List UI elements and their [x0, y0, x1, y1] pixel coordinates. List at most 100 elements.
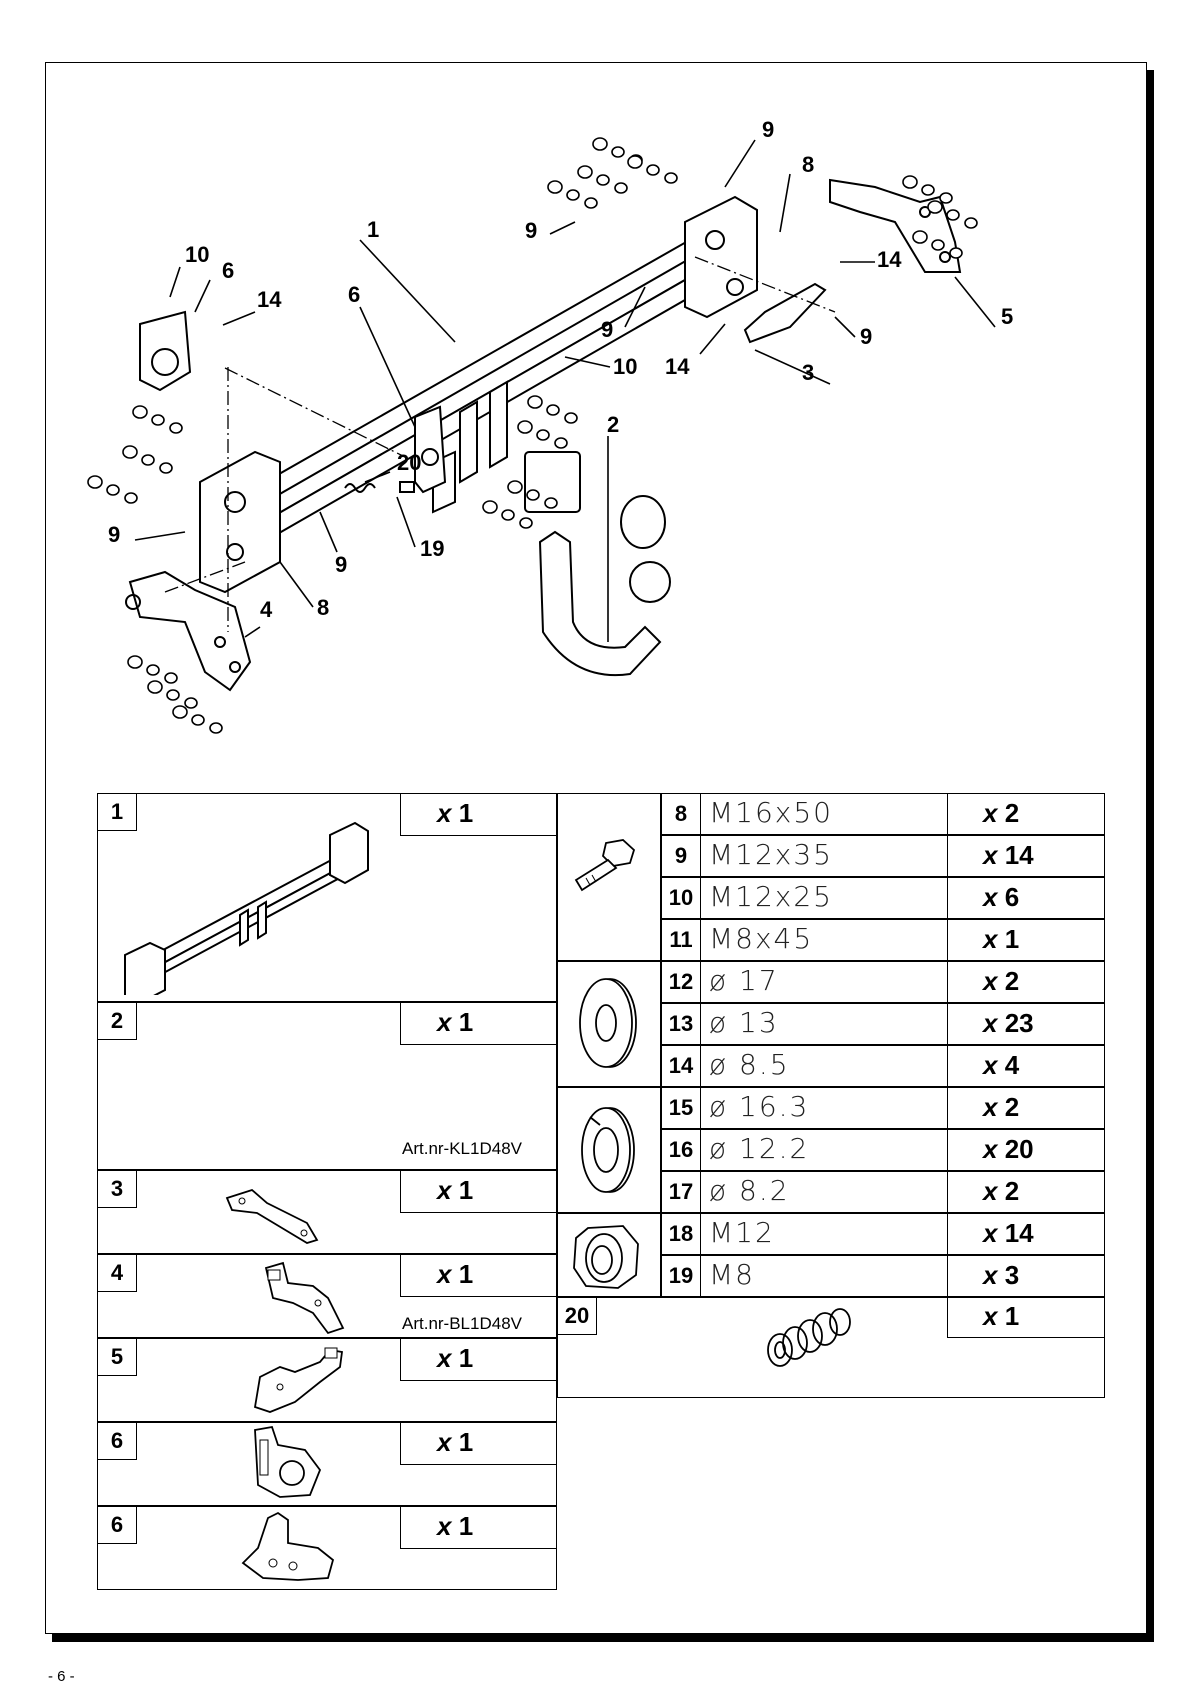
hardware-number-cell	[661, 1129, 701, 1171]
callout-9b: 9	[525, 218, 537, 243]
hardware-size: ø 8.2	[709, 1174, 790, 1207]
qty-cell	[400, 1506, 557, 1549]
nut-icon	[132, 405, 148, 419]
hardware-number-cell	[661, 877, 701, 919]
hardware-number-cell	[661, 1003, 701, 1045]
nut-icon	[592, 137, 608, 151]
cross-bar	[199, 195, 758, 594]
callout-8a: 8	[802, 152, 814, 177]
qty: x 1	[437, 1259, 474, 1289]
fastener-stacks	[87, 137, 978, 734]
part-number: 2	[97, 1002, 137, 1040]
nut-icon	[87, 475, 103, 489]
hardware-number: 8	[674, 801, 688, 826]
hardware-size: ø 12.2	[709, 1132, 810, 1165]
qty: x 6	[983, 882, 1020, 912]
exploded-assembly-diagram: 1 2 3 4 5 6 6 8 8 9 9 9 9 9 9 10 10 14 1…	[87, 117, 1013, 734]
washer-icon	[946, 209, 960, 221]
washer-icon	[564, 412, 578, 424]
qty-cell	[947, 1171, 1105, 1213]
qty: x 1	[437, 1007, 474, 1037]
hardware-size: ø 17	[709, 964, 779, 997]
socket-plate-thumbnail	[254, 1425, 322, 1498]
washer-icon	[664, 172, 678, 184]
callout-14c: 14	[665, 354, 690, 379]
callout-6b: 6	[348, 282, 360, 307]
callout-9f: 9	[335, 552, 347, 577]
socket-bracket-thumbnail	[241, 1511, 335, 1581]
callout-4: 4	[260, 597, 273, 622]
qty-cell	[947, 1087, 1105, 1129]
qty: x 1	[437, 1511, 474, 1541]
washer-icon	[519, 517, 533, 529]
hardware-size: M8x45	[709, 922, 814, 955]
part-number: 20	[557, 1297, 597, 1335]
hardware-number: 16	[668, 1137, 694, 1162]
callout-14a: 14	[257, 287, 282, 312]
qty-cell	[400, 1002, 557, 1045]
socket-plate-center	[414, 405, 447, 494]
washer-icon	[536, 429, 550, 441]
qty: x 2	[983, 1092, 1020, 1122]
part-number: 5	[97, 1338, 137, 1376]
hardware-number: 14	[668, 1053, 694, 1078]
nut-icon	[927, 200, 943, 214]
qty: x 2	[983, 1176, 1020, 1206]
nut-icon	[627, 155, 643, 169]
washer-icon	[146, 664, 160, 676]
nut-icon	[122, 445, 138, 459]
hardware-number: 19	[668, 1263, 694, 1288]
qty: x 23	[983, 1008, 1034, 1038]
qty: x 14	[983, 1218, 1034, 1248]
qty-cell	[400, 1254, 557, 1297]
hardware-number-cell	[661, 1213, 701, 1255]
hardware-number-cell	[661, 1171, 701, 1213]
hardware-size: M16x50	[709, 796, 833, 829]
tow-ball-assembly	[524, 451, 671, 676]
washer-icon	[501, 509, 515, 521]
callout-9e: 9	[108, 522, 120, 547]
article-number: Art.nr-KL1D48V	[402, 1139, 522, 1158]
bolt-icon	[574, 839, 636, 892]
callout-3: 3	[802, 360, 814, 385]
qty-cell	[947, 919, 1105, 961]
side-bracket-right	[829, 178, 962, 273]
qty: x 20	[983, 1134, 1034, 1164]
hardware-number-cell	[661, 1087, 701, 1129]
bolt-picture-cell	[557, 793, 661, 961]
callout-19: 19	[420, 536, 444, 561]
spring-icon	[767, 1308, 851, 1367]
callout-10a: 10	[185, 242, 209, 267]
washer-icon	[184, 697, 198, 709]
washer-icon	[166, 689, 180, 701]
qty: x 3	[983, 1260, 1020, 1290]
bracket-4-thumbnail	[264, 1261, 345, 1335]
callout-9c: 9	[601, 317, 613, 342]
small-bracket	[743, 282, 827, 344]
bracket-5-thumbnail	[253, 1347, 344, 1413]
callout-9d: 9	[860, 324, 872, 349]
nut-icon	[902, 175, 918, 189]
qty: x 4	[983, 1050, 1020, 1080]
qty-cell	[947, 1003, 1105, 1045]
spring-and-bolts	[344, 481, 415, 493]
washer-icon	[584, 197, 598, 209]
qty-cell	[947, 835, 1105, 877]
hardware-size: M12x35	[709, 838, 833, 871]
hardware-number: 11	[669, 927, 693, 952]
callout-1: 1	[367, 217, 379, 242]
qty-cell	[947, 1045, 1105, 1087]
washer-icon	[544, 497, 558, 509]
washer-icon	[596, 174, 610, 186]
nut-icon	[912, 230, 928, 244]
qty: x 1	[983, 1301, 1020, 1331]
callout-5: 5	[1001, 304, 1013, 329]
nut-icon	[517, 420, 533, 434]
qty-cell	[947, 793, 1105, 835]
washer-icon	[169, 422, 183, 434]
nut-icon	[482, 500, 498, 514]
qty: x 1	[437, 798, 474, 828]
article-number: Art.nr-BL1D48V	[402, 1314, 522, 1333]
nut-icon	[172, 705, 188, 719]
qty-cell	[947, 1255, 1105, 1297]
